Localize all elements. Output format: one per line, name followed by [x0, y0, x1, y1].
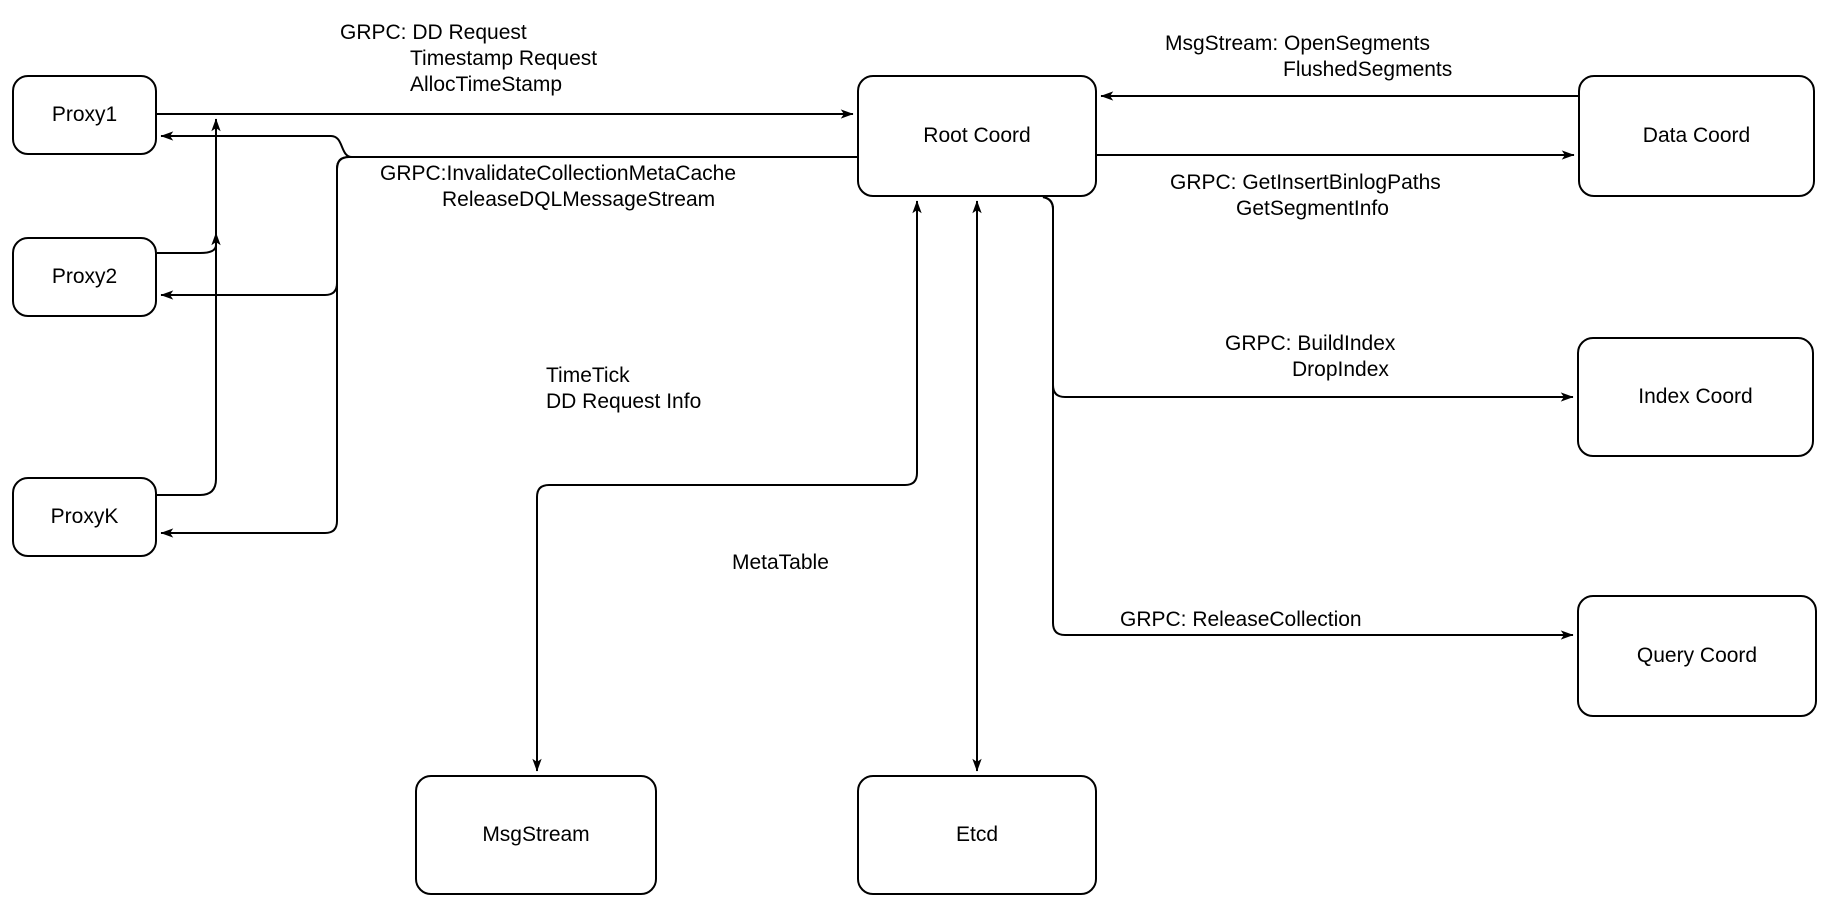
edge-label-line: GRPC: ReleaseCollection [1120, 608, 1362, 631]
node-query-coord: Query Coord [1577, 595, 1817, 717]
edge-label-line: DD Request Info [546, 390, 702, 413]
node-proxy2-label: Proxy2 [51, 265, 118, 288]
edge-label-line: ReleaseDQLMessageStream [442, 188, 716, 211]
edge-label-line: GRPC: DD Request [340, 21, 527, 44]
edge-label-proxies-to-root: GRPC: DD Request Timestamp Request Alloc… [340, 20, 597, 98]
edge-label-data-to-root: MsgStream: OpenSegments FlushedSegments [1165, 31, 1452, 83]
node-data-coord-label: Data Coord [1642, 124, 1751, 147]
edge-rootcoord-msgstream [532, 200, 922, 772]
node-msgstream: MsgStream [415, 775, 657, 895]
node-etcd-label: Etcd [955, 823, 999, 846]
node-etcd: Etcd [857, 775, 1097, 895]
edge-label-line: MetaTable [732, 551, 829, 574]
edge-label-line: AllocTimeStamp [410, 73, 563, 96]
node-proxy2: Proxy2 [12, 237, 157, 317]
node-query-coord-label: Query Coord [1636, 644, 1758, 667]
edge-label-root-to-msgstream: TimeTick DD Request Info [546, 363, 701, 415]
edge-label-root-to-etcd: MetaTable [732, 550, 829, 576]
edge-label-line: DropIndex [1292, 358, 1389, 381]
edge-label-root-to-data: GRPC: GetInsertBinlogPaths GetSegmentInf… [1170, 170, 1441, 222]
node-proxyk-label: ProxyK [50, 505, 119, 528]
edge-label-line: FlushedSegments [1283, 58, 1453, 81]
node-root-coord-label: Root Coord [923, 124, 1031, 147]
node-index-coord: Index Coord [1577, 337, 1814, 457]
edge-label-line: GetSegmentInfo [1236, 197, 1389, 220]
node-root-coord: Root Coord [857, 75, 1097, 197]
edge-label-root-to-query: GRPC: ReleaseCollection [1120, 607, 1362, 633]
edge-label-line: GRPC: GetInsertBinlogPaths [1170, 171, 1441, 194]
edge-label-line: TimeTick [546, 364, 630, 387]
edge-label-line: Timestamp Request [410, 47, 598, 70]
node-msgstream-label: MsgStream [482, 823, 590, 846]
node-proxy1-label: Proxy1 [51, 103, 118, 126]
node-data-coord: Data Coord [1578, 75, 1815, 197]
edge-rootcoord-to-proxyk [160, 156, 857, 538]
edge-label-root-to-proxies: GRPC:InvalidateCollectionMetaCache Relea… [380, 161, 736, 213]
node-proxyk: ProxyK [12, 477, 157, 557]
edge-label-root-to-index: GRPC: BuildIndex DropIndex [1225, 331, 1395, 383]
edge-label-line: MsgStream: OpenSegments [1165, 32, 1430, 55]
edge-proxy2-to-trunk [157, 232, 221, 254]
edge-rootcoord-to-querycoord [1042, 196, 1574, 640]
edge-rootcoord-to-proxy1 [160, 131, 857, 158]
edge-label-line: GRPC: BuildIndex [1225, 332, 1396, 355]
edge-proxyk-to-trunk [157, 118, 221, 496]
node-proxy1: Proxy1 [12, 75, 157, 155]
edge-label-line: GRPC:InvalidateCollectionMetaCache [380, 162, 737, 185]
node-index-coord-label: Index Coord [1638, 385, 1753, 408]
